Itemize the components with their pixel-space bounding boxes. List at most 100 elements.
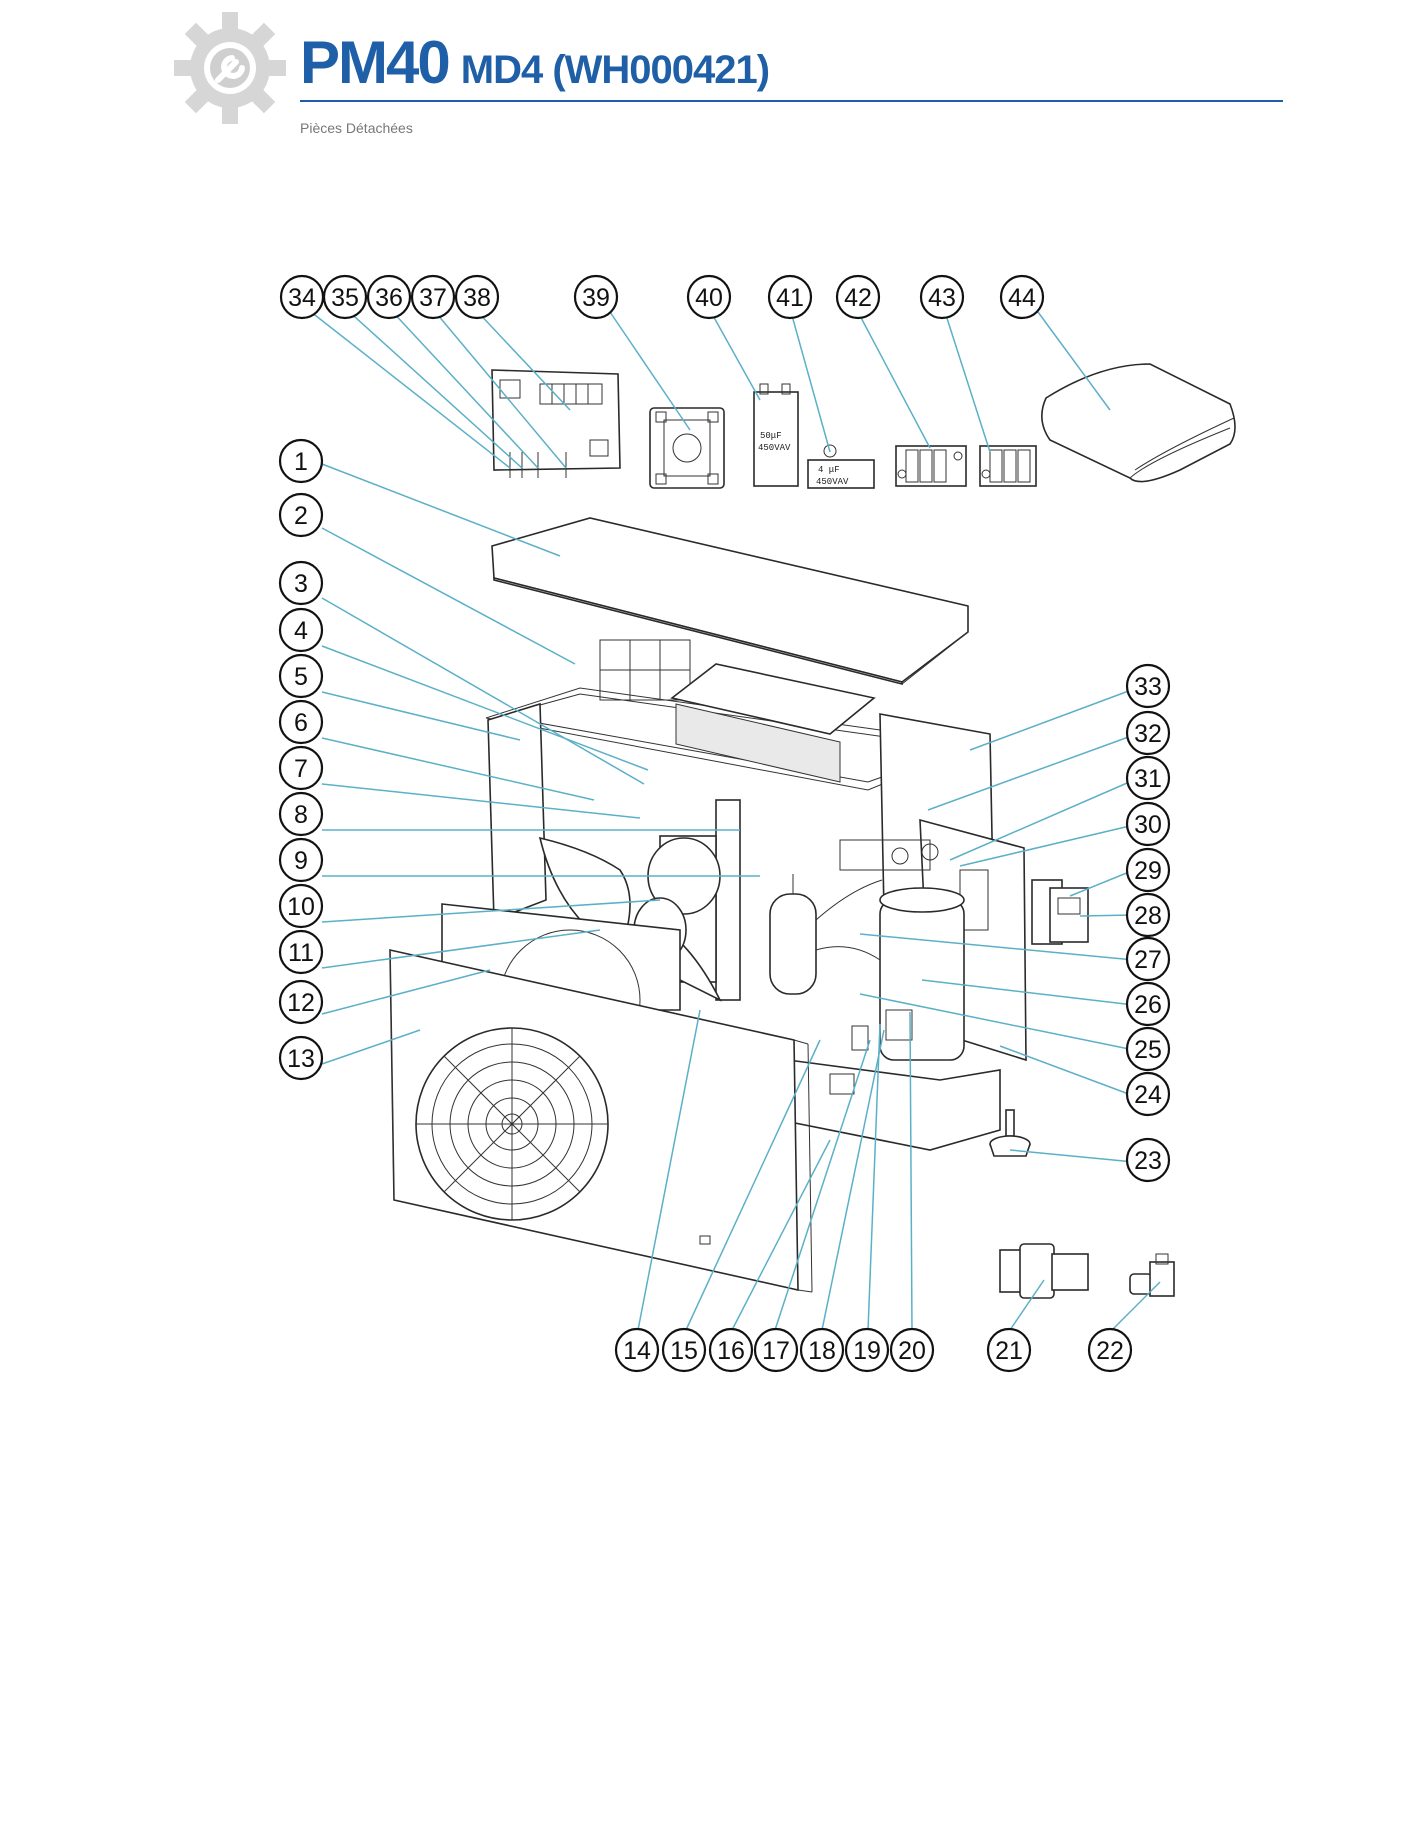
callout-circle bbox=[278, 745, 324, 791]
callout-33: 33 bbox=[1125, 663, 1171, 709]
callout-17: 17 bbox=[753, 1327, 799, 1373]
callout-4: 4 bbox=[278, 607, 324, 653]
callout-7: 7 bbox=[278, 745, 324, 791]
callout-circle bbox=[919, 274, 965, 320]
callout-circle bbox=[278, 791, 324, 837]
capacitor-41-label-1: 4 μF bbox=[818, 465, 840, 475]
callout-number: 6 bbox=[294, 709, 308, 737]
callout-24: 24 bbox=[1125, 1071, 1171, 1117]
callout-number: 42 bbox=[844, 284, 872, 312]
callout-number: 35 bbox=[331, 284, 359, 312]
part-top-cover bbox=[491, 517, 969, 686]
callout-number: 22 bbox=[1096, 1337, 1124, 1365]
callout-1: 1 bbox=[278, 438, 324, 484]
callout-18: 18 bbox=[799, 1327, 845, 1373]
callout-number: 18 bbox=[808, 1337, 836, 1365]
callout-circle bbox=[278, 699, 324, 745]
callout-19: 19 bbox=[844, 1327, 890, 1373]
callout-number: 23 bbox=[1134, 1147, 1162, 1175]
callout-number: 13 bbox=[287, 1045, 315, 1073]
callout-circle bbox=[686, 274, 732, 320]
title-sub: MD4 (WH000421) bbox=[460, 48, 770, 92]
capacitor-41-label-2: 450VAV bbox=[816, 477, 849, 487]
callout-circle bbox=[278, 929, 324, 975]
callout-circle bbox=[767, 274, 813, 320]
callout-41: 41 bbox=[767, 274, 813, 320]
callout-number: 38 bbox=[463, 284, 491, 312]
callout-circle bbox=[1125, 892, 1171, 938]
callout-circle bbox=[278, 883, 324, 929]
callout-14: 14 bbox=[614, 1327, 660, 1373]
part-union-connector bbox=[999, 1243, 1089, 1299]
callout-number: 3 bbox=[294, 570, 308, 598]
callout-23: 23 bbox=[1125, 1137, 1171, 1183]
callout-circle bbox=[278, 492, 324, 538]
callout-number: 32 bbox=[1134, 720, 1162, 748]
part-winter-cover bbox=[1041, 363, 1236, 483]
callout-circle bbox=[1125, 663, 1171, 709]
callout-circle bbox=[753, 1327, 799, 1373]
callout-38: 38 bbox=[454, 274, 500, 320]
callout-number: 24 bbox=[1134, 1081, 1162, 1109]
callout-20: 20 bbox=[889, 1327, 935, 1373]
callout-number: 15 bbox=[670, 1337, 698, 1365]
page-subtitle: Pièces Détachées bbox=[300, 120, 413, 136]
callout-circle bbox=[999, 274, 1045, 320]
callout-25: 25 bbox=[1125, 1026, 1171, 1072]
callout-number: 31 bbox=[1134, 765, 1162, 793]
callout-circle bbox=[278, 560, 324, 606]
callout-circle bbox=[844, 1327, 890, 1373]
callout-circle bbox=[573, 274, 619, 320]
callout-32: 32 bbox=[1125, 710, 1171, 756]
callout-number: 33 bbox=[1134, 673, 1162, 701]
callout-31: 31 bbox=[1125, 755, 1171, 801]
part-display bbox=[1031, 879, 1089, 945]
callout-circle bbox=[708, 1327, 754, 1373]
callout-8: 8 bbox=[278, 791, 324, 837]
callout-number: 17 bbox=[762, 1337, 790, 1365]
capacitor-40-label-1: 50μF bbox=[760, 431, 782, 441]
callout-number: 27 bbox=[1134, 946, 1162, 974]
callout-30: 30 bbox=[1125, 801, 1171, 847]
callout-number: 25 bbox=[1134, 1036, 1162, 1064]
part-capacitor-40: 50μF 450VAV bbox=[753, 383, 799, 487]
callout-circle bbox=[1125, 1026, 1171, 1072]
callout-circle bbox=[410, 274, 456, 320]
callout-number: 12 bbox=[287, 989, 315, 1017]
callout-circle bbox=[1125, 936, 1171, 982]
callout-28: 28 bbox=[1125, 892, 1171, 938]
callout-circle bbox=[799, 1327, 845, 1373]
callout-10: 10 bbox=[278, 883, 324, 929]
callout-number: 1 bbox=[294, 448, 308, 476]
part-foot bbox=[989, 1109, 1031, 1157]
callout-number: 36 bbox=[375, 284, 403, 312]
callout-number: 41 bbox=[776, 284, 804, 312]
callout-2: 2 bbox=[278, 492, 324, 538]
callout-circle bbox=[1087, 1327, 1133, 1373]
callout-36: 36 bbox=[366, 274, 412, 320]
callout-circle bbox=[1125, 847, 1171, 893]
callout-39: 39 bbox=[573, 274, 619, 320]
callout-number: 11 bbox=[288, 939, 314, 967]
callout-circle bbox=[1125, 710, 1171, 756]
callout-3: 3 bbox=[278, 560, 324, 606]
callout-34: 34 bbox=[279, 274, 325, 320]
callout-40: 40 bbox=[686, 274, 732, 320]
part-front-panel bbox=[389, 948, 813, 1293]
callout-number: 39 bbox=[582, 284, 610, 312]
callout-circle bbox=[1125, 981, 1171, 1027]
callout-16: 16 bbox=[708, 1327, 754, 1373]
callout-number: 34 bbox=[288, 284, 316, 312]
callout-circle bbox=[1125, 801, 1171, 847]
callout-11: 11 bbox=[278, 929, 324, 975]
callout-number: 8 bbox=[294, 801, 308, 829]
callout-number: 21 bbox=[995, 1337, 1023, 1365]
callout-number: 9 bbox=[294, 847, 308, 875]
callout-circle bbox=[278, 1035, 324, 1081]
callout-number: 20 bbox=[898, 1337, 926, 1365]
callout-number: 5 bbox=[294, 663, 308, 691]
part-transformer bbox=[649, 407, 725, 489]
